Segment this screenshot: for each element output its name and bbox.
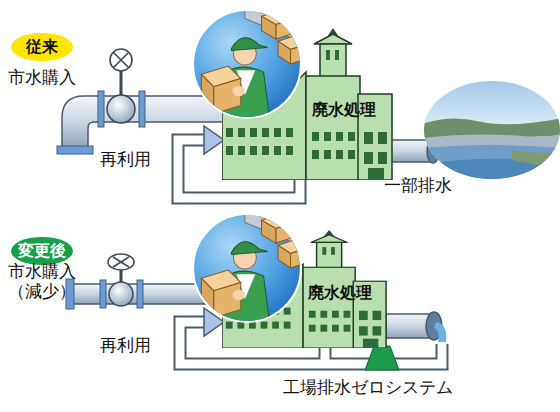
badge-ellipse	[11, 237, 73, 265]
pipe-label: 一部排水	[384, 176, 452, 196]
pipe-label: 工場排水ゼロシステム	[283, 378, 453, 398]
pipe-label: 市水購入	[8, 68, 76, 88]
intake-pipe	[66, 279, 228, 309]
building-outline	[222, 28, 392, 180]
river-photo	[422, 78, 560, 182]
building-outline	[222, 230, 386, 348]
factory-building: 廃水処理	[222, 230, 388, 348]
pipe-label: 再利用	[100, 336, 151, 356]
stage-label: 従来	[10, 32, 74, 62]
pipe-label: 市水購入 （減少）	[8, 262, 80, 301]
stage-badge: 従来	[10, 32, 74, 62]
badge-ellipse	[11, 33, 73, 61]
worker-badge	[193, 210, 309, 324]
building-label: 廃水処理	[308, 98, 380, 122]
building-label: 廃水処理	[305, 281, 374, 304]
factory-building: 廃水処理	[222, 28, 394, 180]
pipe-label: 再利用	[100, 150, 151, 170]
worker-badge	[193, 6, 309, 120]
valve-symbol	[108, 254, 134, 306]
valve-symbol	[107, 49, 135, 123]
